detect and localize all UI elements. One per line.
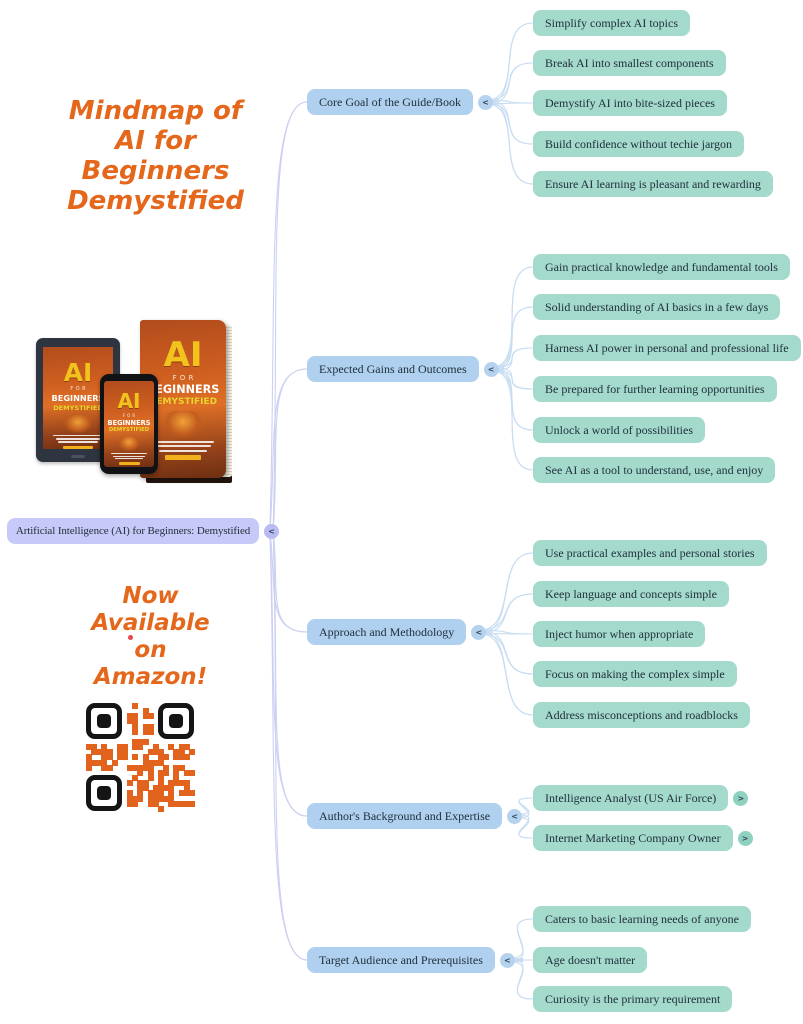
book-pages-edge xyxy=(222,325,232,477)
leaf-node[interactable]: Caters to basic learning needs of anyone xyxy=(533,906,751,932)
branch-node-target-audience[interactable]: Target Audience and Prerequisites xyxy=(307,947,495,973)
availability-line: Available xyxy=(91,610,210,636)
cover-line-beginners: BEGINNERS xyxy=(146,383,220,397)
cover-subtitle-bars xyxy=(104,453,154,460)
availability-note: Now Available on Amazon! xyxy=(18,583,283,691)
branch-node-approach[interactable]: Approach and Methodology xyxy=(307,619,467,645)
cover-artwork xyxy=(64,414,92,433)
cover-line-beginners: BEGINNERS xyxy=(107,418,151,427)
leaf-node[interactable]: Unlock a world of possibilities xyxy=(533,417,705,443)
branch-node-author-background[interactable]: Author's Background and Expertise xyxy=(307,803,503,829)
phone-mockup: AI FOR BEGINNERS DEMYSTIFIED xyxy=(100,374,158,474)
cover-artwork xyxy=(117,435,141,452)
collapse-icon[interactable]: < xyxy=(507,808,523,824)
cover-line-beginners: BEGINNERS xyxy=(51,393,105,404)
leaf-node[interactable]: Gain practical knowledge and fundamental… xyxy=(533,254,790,280)
leaf-node[interactable]: Focus on making the complex simple xyxy=(533,661,737,687)
poster-title: Mindmap of AI for Beginners Demystified xyxy=(18,96,293,216)
leaf-node[interactable]: Demystify AI into bite-sized pieces xyxy=(533,90,727,116)
poster-title-line: Beginners xyxy=(81,156,230,186)
leaf-node[interactable]: Inject humor when appropriate xyxy=(533,621,706,647)
qr-finder-bottomleft xyxy=(86,775,122,811)
book-cover-art: AI FOR BEGINNERS DEMYSTIFIED xyxy=(104,381,154,467)
cover-author-bar xyxy=(118,461,140,465)
poster-title-line: Mindmap of xyxy=(68,96,243,126)
collapse-icon[interactable]: < xyxy=(483,361,499,377)
poster-title-line: Demystified xyxy=(67,186,244,216)
cover-subtitle-bars xyxy=(43,435,113,443)
root-node[interactable]: Artificial Intelligence (AI) for Beginne… xyxy=(7,518,259,544)
cover-for-label: FOR xyxy=(122,412,138,418)
availability-line: Amazon! xyxy=(93,664,208,690)
branch-node-expected-gains[interactable]: Expected Gains and Outcomes xyxy=(307,356,479,382)
cover-artwork xyxy=(164,411,202,438)
availability-line: Now xyxy=(122,583,179,609)
leaf-node[interactable]: Break AI into smallest components xyxy=(533,50,726,76)
book-cover-mockup: AI FOR BEGINNERS DEMYSTIFIED AI FOR BEGI… xyxy=(28,316,268,498)
leaf-node[interactable]: Solid understanding of AI basics in a fe… xyxy=(533,294,781,320)
poster-title-line: AI for xyxy=(115,126,196,156)
collapse-icon[interactable]: < xyxy=(471,624,487,640)
cursor-dot-artifact xyxy=(128,635,133,640)
cover-line-demystified: DEMYSTIFIED xyxy=(148,397,218,408)
cover-for-label: FOR xyxy=(172,373,197,382)
collapse-icon[interactable]: < xyxy=(477,94,493,110)
leaf-node[interactable]: Internet Marketing Company Owner xyxy=(533,825,733,851)
branch-node-core-goal[interactable]: Core Goal of the Guide/Book xyxy=(307,89,473,115)
cover-title-ai: AI xyxy=(163,334,203,375)
leaf-node[interactable]: Harness AI power in personal and profess… xyxy=(533,335,801,361)
leaf-node[interactable]: Use practical examples and personal stor… xyxy=(533,540,767,566)
expand-icon[interactable]: > xyxy=(737,830,753,846)
cover-line-demystified: DEMYSTIFIED xyxy=(53,403,103,412)
expand-icon[interactable]: > xyxy=(733,790,749,806)
leaf-node[interactable]: See AI as a tool to understand, use, and… xyxy=(533,457,776,483)
cover-subtitle-bars xyxy=(140,440,226,452)
book-bottom-edge xyxy=(146,475,232,483)
cover-author-bar xyxy=(164,455,202,461)
leaf-node[interactable]: Age doesn't matter xyxy=(533,947,648,973)
leaf-node[interactable]: Keep language and concepts simple xyxy=(533,581,729,607)
leaf-node[interactable]: Build confidence without techie jargon xyxy=(533,131,745,157)
qr-code xyxy=(86,703,195,812)
phone-screen: AI FOR BEGINNERS DEMYSTIFIED xyxy=(104,381,154,467)
cover-author-bar xyxy=(63,445,93,449)
leaf-node[interactable]: Address misconceptions and roadblocks xyxy=(533,702,750,728)
collapse-icon[interactable]: < xyxy=(499,952,515,968)
cover-title-ai: AI xyxy=(117,389,141,414)
root-collapse-icon[interactable]: < xyxy=(264,523,279,539)
leaf-node[interactable]: Curiosity is the primary requirement xyxy=(533,986,733,1012)
cover-title-ai: AI xyxy=(63,357,93,387)
availability-line: on xyxy=(134,637,167,663)
qr-finder-topleft xyxy=(86,703,122,739)
leaf-node[interactable]: Ensure AI learning is pleasant and rewar… xyxy=(533,171,773,197)
leaf-node[interactable]: Be prepared for further learning opportu… xyxy=(533,376,777,402)
leaf-node[interactable]: Intelligence Analyst (US Air Force) xyxy=(533,785,729,811)
cover-line-demystified: DEMYSTIFIED xyxy=(108,427,150,434)
leaf-node[interactable]: Simplify complex AI topics xyxy=(533,10,690,36)
qr-finder-topright xyxy=(158,703,194,739)
cover-for-label: FOR xyxy=(70,385,89,392)
